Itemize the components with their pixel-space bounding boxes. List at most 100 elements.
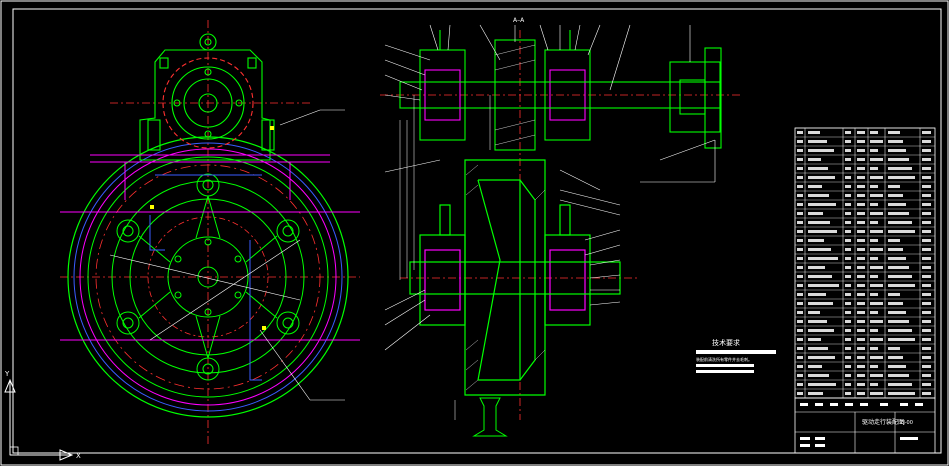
- bom-cell-text: [922, 212, 931, 215]
- bom-cell-text: [808, 284, 839, 287]
- bom-cell-text: [922, 176, 931, 179]
- bom-cell-text: [922, 131, 931, 134]
- bom-cell-text: [870, 329, 878, 332]
- bom-cell-text: [888, 149, 906, 152]
- bom-cell-text: [857, 221, 865, 224]
- bom-cell-text: [857, 176, 865, 179]
- bom-cell-text: [870, 293, 878, 296]
- bom-cell-text: [922, 149, 931, 152]
- bom-cell-text: [845, 140, 851, 143]
- bom-cell-text: [808, 149, 834, 152]
- bom-cell-text: [922, 167, 931, 170]
- bom-cell-text: [857, 275, 865, 278]
- bom-cell-text: [922, 365, 931, 368]
- bom-cell-text: [922, 311, 931, 314]
- bom-cell-text: [922, 383, 931, 386]
- bom-cell-text: [888, 257, 906, 260]
- bom-cell-text: [857, 140, 865, 143]
- bom-cell-text: [845, 293, 851, 296]
- bom-cell-text: [845, 374, 851, 377]
- bom-cell-text: [797, 221, 803, 224]
- bom-cell-text: [870, 140, 883, 143]
- bom-cell-text: [808, 320, 827, 323]
- bom-cell-text: [808, 140, 827, 143]
- bom-cell-text: [845, 257, 851, 260]
- bom-cell-text: [922, 203, 931, 206]
- bom-cell-text: [922, 329, 931, 332]
- bom-cell-text: [845, 311, 851, 314]
- bom-cell-text: [870, 131, 878, 134]
- section-label: A–A: [513, 17, 525, 24]
- bom-cell-text: [797, 239, 803, 242]
- bom-cell-text: [808, 347, 828, 350]
- bom-cell-text: [857, 239, 865, 242]
- bom-cell-text: [888, 293, 900, 296]
- bom-cell-text: [857, 347, 865, 350]
- bom-cell-text: [845, 365, 851, 368]
- bom-cell-text: [797, 356, 803, 359]
- bom-cell-text: [808, 293, 826, 296]
- bom-cell-text: [845, 176, 851, 179]
- bom-cell-text: [870, 392, 883, 395]
- bom-cell-text: [870, 149, 878, 152]
- bom-cell-text: [888, 167, 912, 170]
- bom-cell-text: [888, 230, 915, 233]
- bom-cell-text: [845, 131, 851, 134]
- left-end-view: [60, 20, 360, 445]
- bom-cell-text: [857, 365, 865, 368]
- bom-cell-text: [870, 257, 878, 260]
- bom-cell-text: [808, 239, 824, 242]
- bom-cell-text: [888, 392, 915, 395]
- bom-cell-text: [870, 266, 883, 269]
- bom-cell-text: [808, 392, 823, 395]
- bom-cell-text: [922, 284, 931, 287]
- bom-cell-text: [857, 230, 865, 233]
- bom-cell-text: [845, 248, 851, 251]
- bom-cell-text: [857, 266, 865, 269]
- bom-cell-text: [922, 140, 931, 143]
- bom-cell-text: [922, 275, 931, 278]
- bom-cell-text: [870, 374, 883, 377]
- bom-cell-text: [845, 338, 851, 341]
- bom-cell-text: [888, 158, 909, 161]
- bom-cell-text: [845, 320, 851, 323]
- bom-cell-text: [797, 275, 803, 278]
- notes-line1: 装配前清洗所有零件并去毛刺。: [696, 356, 752, 362]
- bom-cell-text: [888, 311, 906, 314]
- bom-cell-text: [845, 167, 851, 170]
- bom-cell-text: [797, 194, 803, 197]
- bom-cell-text: [888, 338, 915, 341]
- bom-cell-text: [857, 383, 865, 386]
- bom-cell-text: [888, 329, 912, 332]
- bom-cell-text: [857, 293, 865, 296]
- bom-cell-text: [922, 230, 931, 233]
- bom-cell-text: [808, 203, 836, 206]
- bom-cell-text: [797, 338, 803, 341]
- bom-cell-text: [888, 383, 912, 386]
- bom-cell-text: [922, 338, 931, 341]
- bom-cell-text: [922, 239, 931, 242]
- bom-cell-text: [888, 176, 915, 179]
- drawing-number: ZJ-00: [900, 420, 913, 426]
- bom-cell-text: [808, 131, 820, 134]
- bom-cell-text: [922, 185, 931, 188]
- bom-cell-text: [870, 176, 883, 179]
- bom-cell-text: [797, 185, 803, 188]
- bom-cell-text: [870, 185, 878, 188]
- bom-cell-text: [808, 221, 830, 224]
- bom-cell-text: [857, 338, 865, 341]
- bom-cell-text: [870, 158, 883, 161]
- bom-cell-text: [797, 365, 803, 368]
- bom-cell-text: [922, 374, 931, 377]
- bom-cell-text: [808, 257, 838, 260]
- bom-cell-text: [808, 266, 825, 269]
- bom-cell-text: [870, 194, 883, 197]
- bom-cell-text: [857, 302, 865, 305]
- bom-cell-text: [845, 194, 851, 197]
- bom-cell-text: [870, 230, 883, 233]
- bom-cell-text: [870, 212, 883, 215]
- bom-cell-text: [888, 365, 906, 368]
- bom-cell-text: [808, 176, 835, 179]
- bom-cell-text: [845, 230, 851, 233]
